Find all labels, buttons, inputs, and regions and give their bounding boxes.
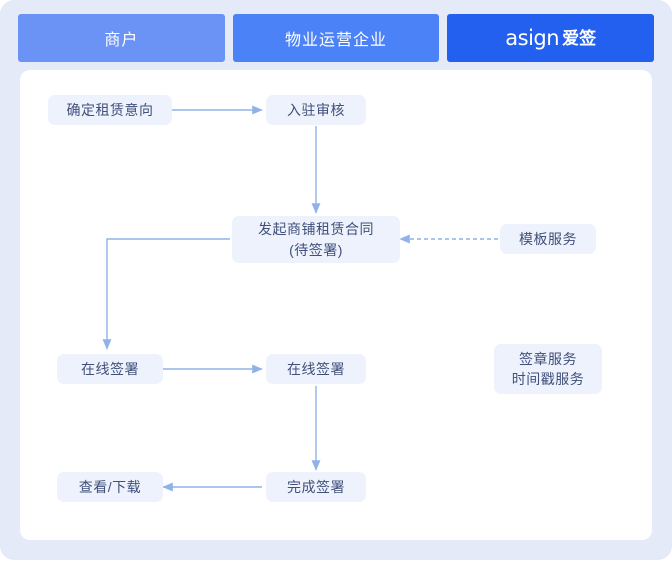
node-review-line-0: 入驻审核	[287, 101, 345, 118]
tab-property-operator-label: 物业运营企业	[285, 32, 388, 49]
node-sign-property[interactable]: 在线签署	[266, 354, 366, 384]
tab-merchant[interactable]: 商户	[18, 14, 225, 62]
asign-logo-latin: asign	[505, 25, 560, 50]
node-contract-line-0: 发起商铺租赁合同	[258, 221, 374, 238]
node-contract-line-1: (待签署)	[289, 241, 343, 258]
node-template-service-line-0: 模板服务	[519, 230, 577, 247]
node-template-service[interactable]: 模板服务	[500, 224, 596, 254]
node-sign-merchant[interactable]: 在线签署	[57, 354, 163, 384]
node-sign-property-line-0: 在线签署	[287, 360, 345, 377]
column-header-tabs: 商户 物业运营企业 asign 爱签	[18, 14, 655, 62]
asign-logo: asign 爱签	[505, 25, 597, 50]
asign-logo-cjk: 爱签	[562, 28, 597, 48]
tab-merchant-label: 商户	[104, 32, 139, 49]
node-intent-line-0: 确定租赁意向	[66, 101, 154, 118]
node-complete-line-0: 完成签署	[287, 478, 345, 495]
node-complete[interactable]: 完成签署	[266, 472, 366, 502]
tab-property-operator[interactable]: 物业运营企业	[232, 14, 440, 62]
node-intent[interactable]: 确定租赁意向	[48, 95, 172, 125]
node-contract[interactable]: 发起商铺租赁合同 (待签署)	[232, 216, 400, 263]
flowchart-card	[20, 70, 652, 540]
node-download[interactable]: 查看/下载	[57, 472, 163, 502]
node-review[interactable]: 入驻审核	[266, 95, 366, 125]
tab-asign[interactable]: asign 爱签	[447, 14, 655, 62]
node-seal-service-line-1: 时间戳服务	[511, 371, 585, 387]
node-seal-service-line-0: 签章服务	[519, 350, 577, 367]
node-sign-merchant-line-0: 在线签署	[81, 360, 139, 377]
node-download-line-0: 查看/下载	[78, 478, 142, 495]
node-seal-service[interactable]: 签章服务 时间戳服务	[494, 344, 602, 394]
